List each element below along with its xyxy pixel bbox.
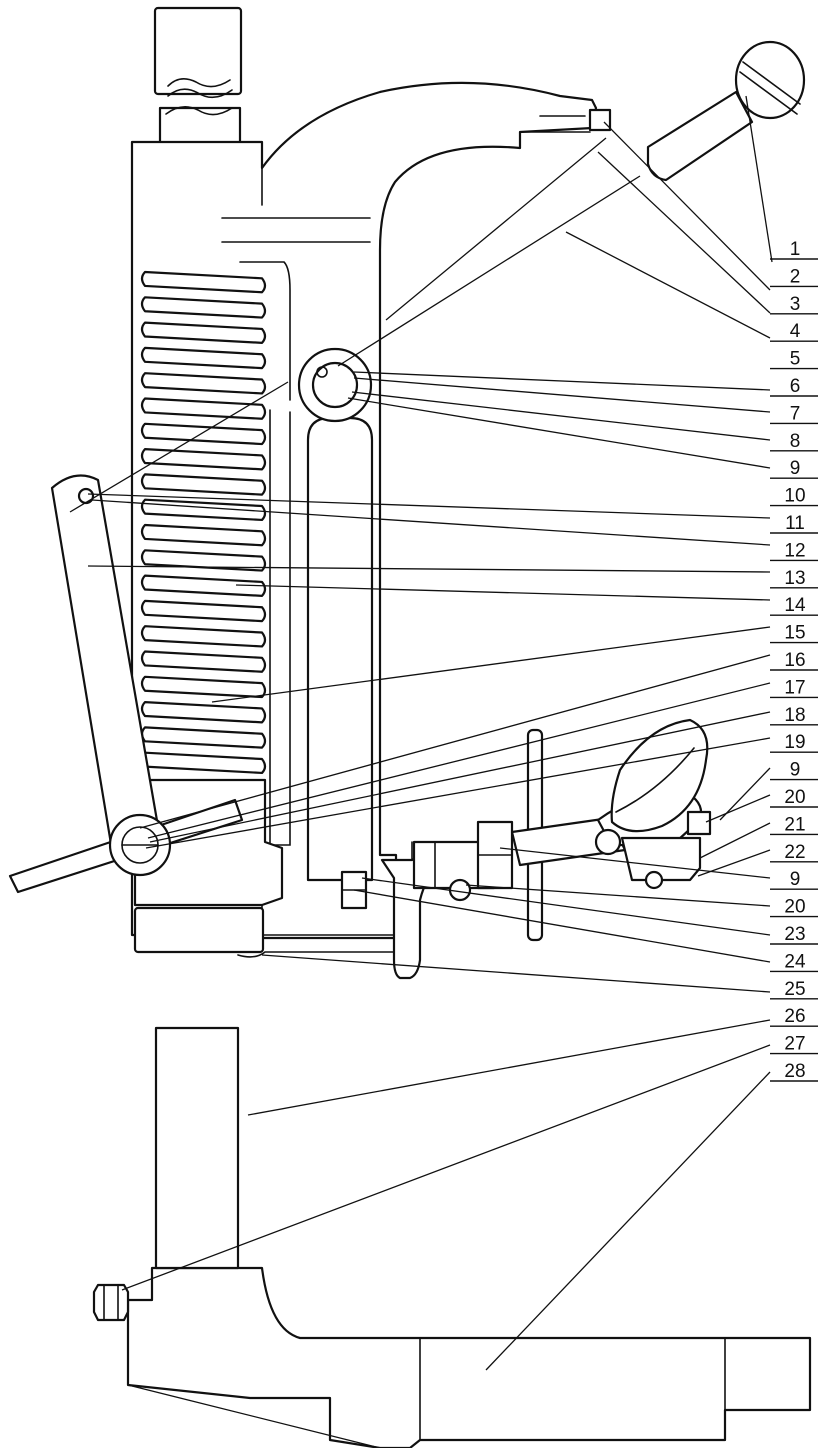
callout-7: 7 xyxy=(790,403,801,424)
callout-19: 19 xyxy=(784,732,805,753)
pivot-pin xyxy=(297,347,373,423)
collar xyxy=(133,906,265,954)
callout-6: 6 xyxy=(790,376,801,397)
cutter-housing xyxy=(620,810,712,890)
leader-lines xyxy=(69,95,773,1448)
callout-18: 18 xyxy=(784,705,805,726)
clamp-holder xyxy=(412,820,514,902)
top-nut xyxy=(588,108,612,132)
spring-coil xyxy=(140,574,267,597)
top-handle xyxy=(646,40,806,182)
base xyxy=(126,1266,812,1448)
callout-4: 4 xyxy=(790,321,801,342)
callout-9c: 9 xyxy=(790,869,801,890)
callout-3: 3 xyxy=(790,294,801,315)
callout-9a: 9 xyxy=(790,458,801,479)
spring-coil xyxy=(140,422,267,446)
callout-14: 14 xyxy=(784,595,806,616)
frame xyxy=(130,81,598,958)
handle-rod xyxy=(8,798,244,894)
lower-carrier xyxy=(133,778,284,907)
callout-22: 22 xyxy=(784,842,805,863)
callout-10: 10 xyxy=(784,486,805,507)
spring-coil xyxy=(140,650,267,673)
callout-25: 25 xyxy=(784,979,805,1000)
callout-21: 21 xyxy=(784,814,805,835)
callout-17: 17 xyxy=(784,677,805,698)
callout-23: 23 xyxy=(784,924,805,945)
callout-13: 13 xyxy=(784,568,805,589)
callout-12: 12 xyxy=(784,540,805,561)
spring-coil xyxy=(140,448,267,471)
callout-20b: 20 xyxy=(784,897,805,918)
callout-27: 27 xyxy=(784,1034,805,1055)
spring-coil xyxy=(140,372,267,395)
callout-20a: 20 xyxy=(784,787,805,808)
spring-coil xyxy=(140,473,267,496)
callout-16: 16 xyxy=(784,650,805,671)
callout-26: 26 xyxy=(784,1006,805,1027)
callout-8: 8 xyxy=(790,431,801,452)
spring-coil xyxy=(140,701,267,724)
spring-coil xyxy=(140,270,267,294)
spring-coil xyxy=(140,296,267,319)
callout-28: 28 xyxy=(784,1061,805,1082)
callout-1: 1 xyxy=(790,239,801,260)
callout-2: 2 xyxy=(790,266,801,287)
callout-11: 11 xyxy=(785,513,805,534)
callout-24: 24 xyxy=(784,951,806,972)
callout-15: 15 xyxy=(784,623,805,644)
spring-coil xyxy=(140,523,267,547)
spring-coil xyxy=(140,675,267,699)
spring-coil xyxy=(140,599,267,623)
upper-shaft xyxy=(153,6,243,150)
spring-coil xyxy=(140,321,267,344)
callout-numbers: 1234567891011121314151617181992021229202… xyxy=(770,239,818,1082)
spring-coil xyxy=(140,625,267,648)
callout-5: 5 xyxy=(790,349,801,370)
spring-coil xyxy=(140,346,267,370)
coil-spring xyxy=(140,270,267,775)
base-set-screw xyxy=(92,1283,130,1322)
callout-9b: 9 xyxy=(790,760,801,781)
cutter-blade xyxy=(610,718,709,833)
